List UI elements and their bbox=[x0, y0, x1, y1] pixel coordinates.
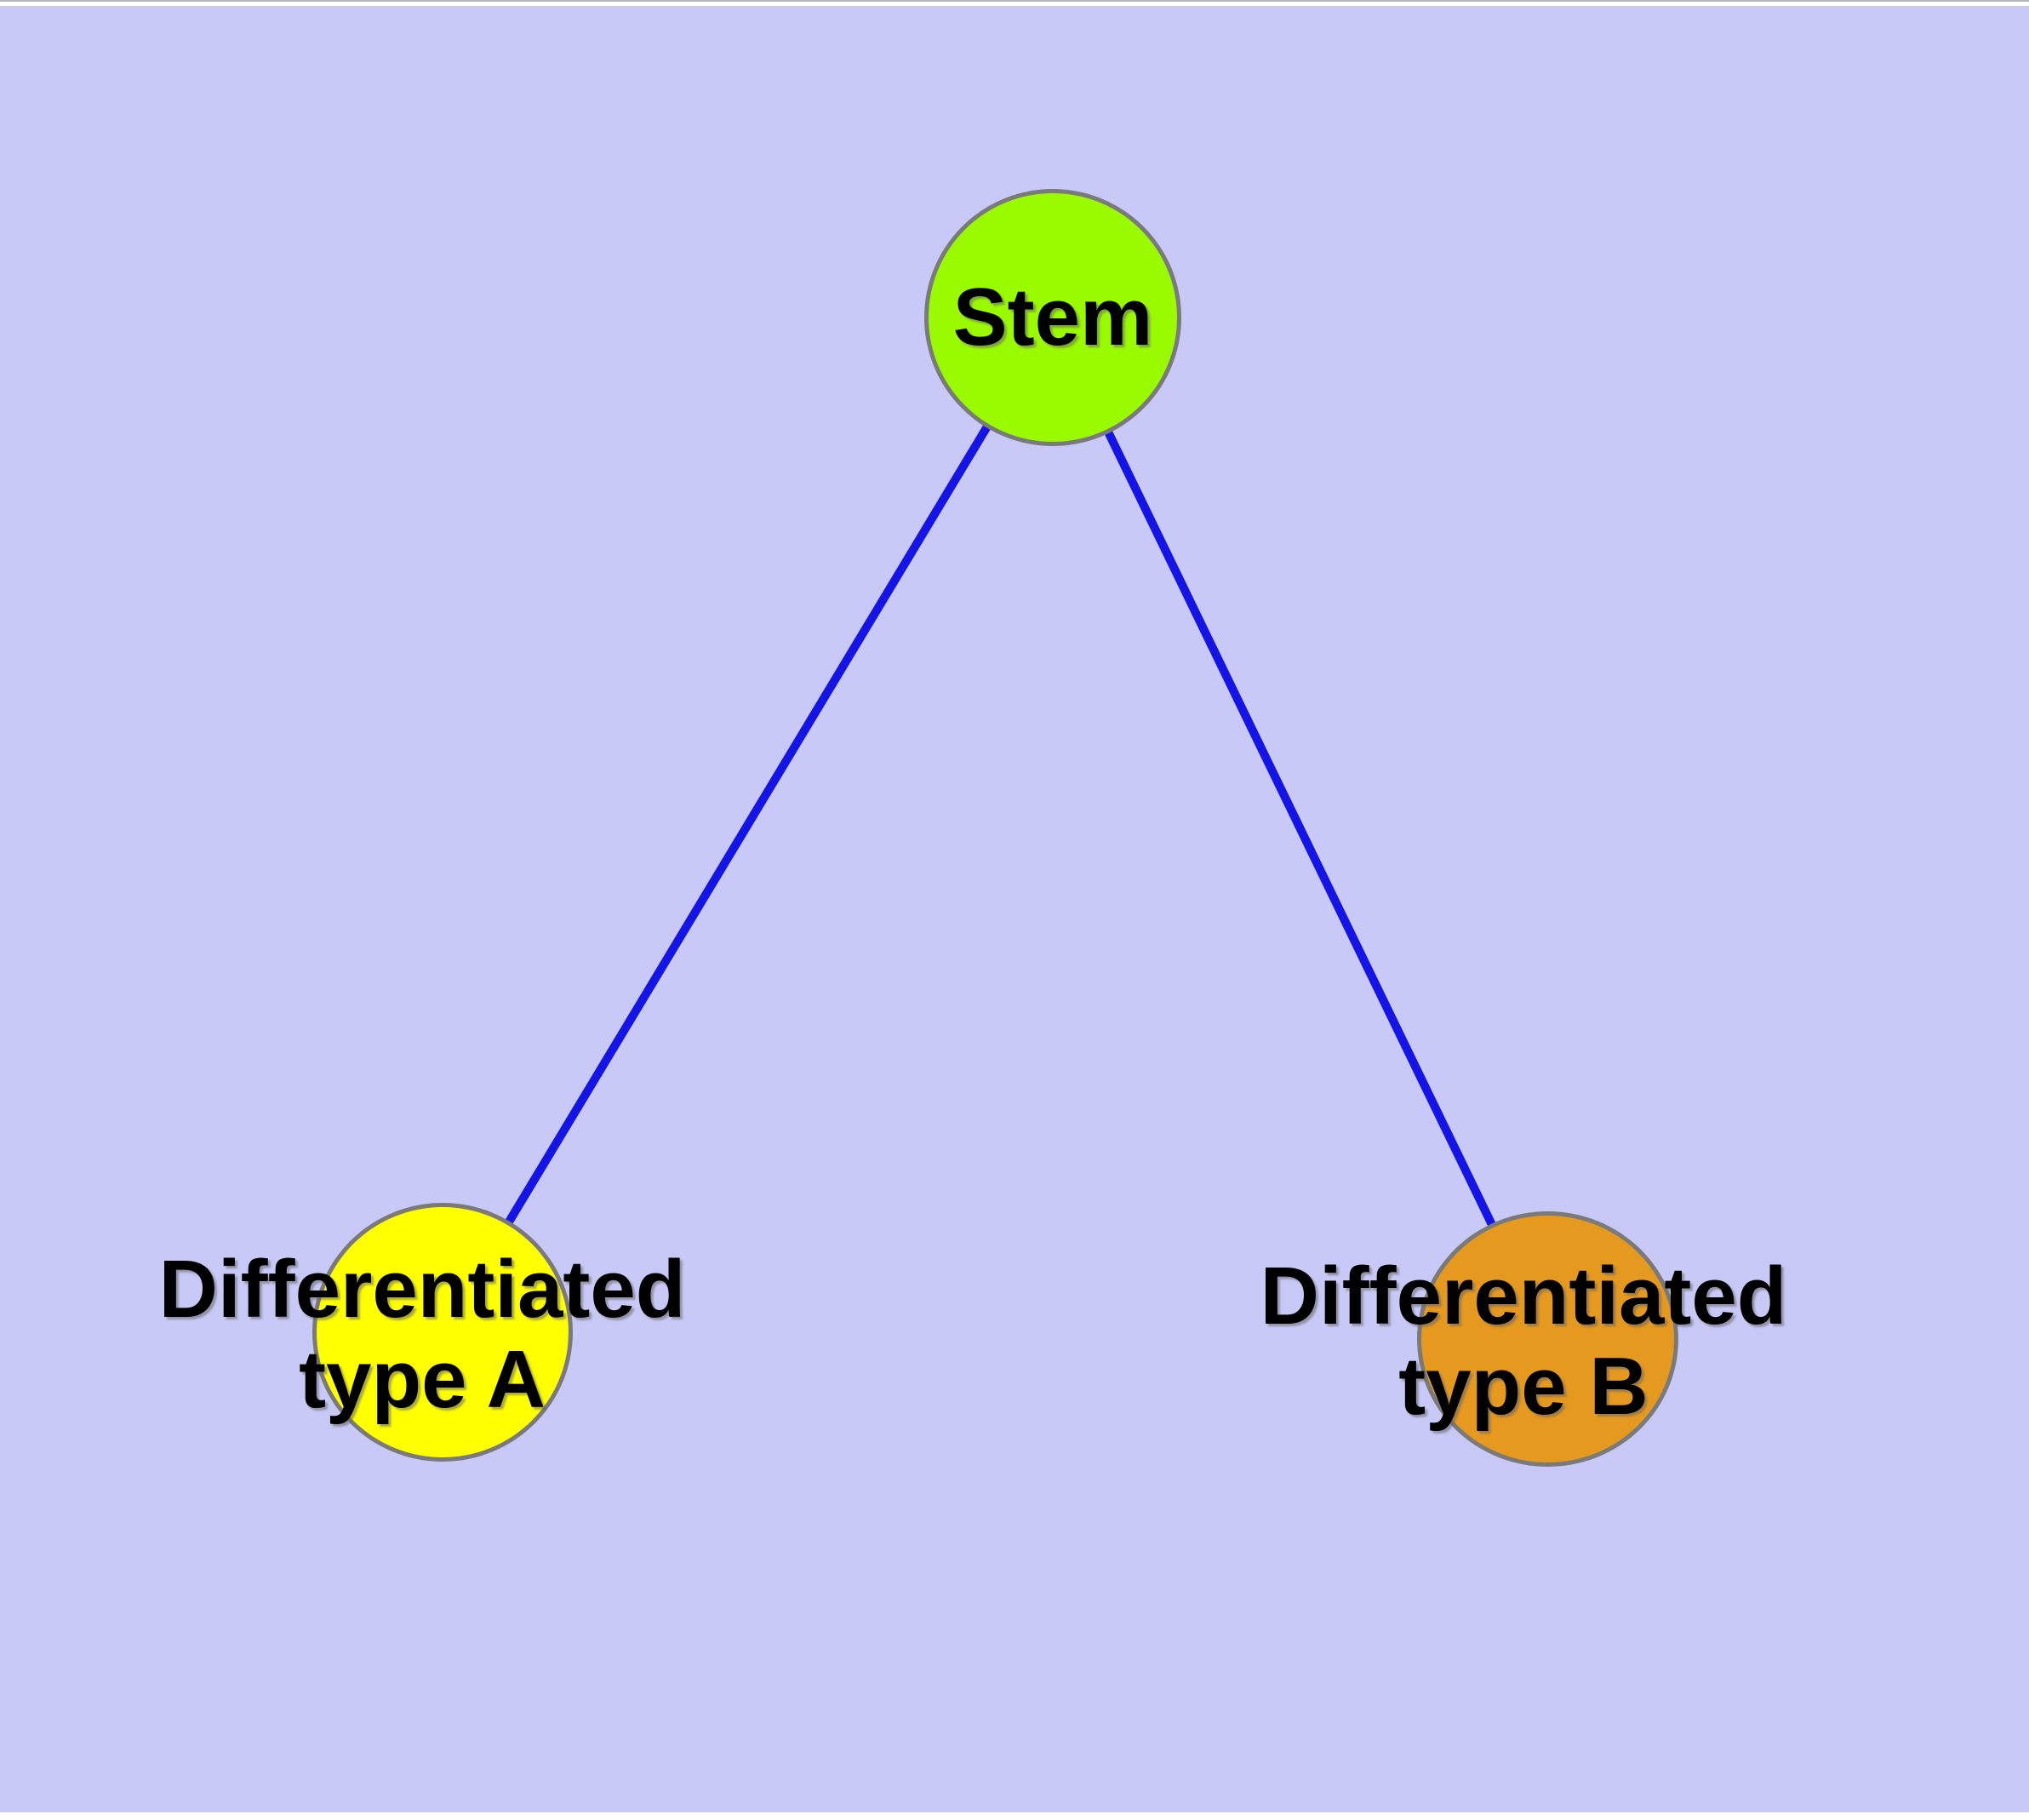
differentiated-type-a-label-line1: Differentiated bbox=[158, 1244, 686, 1335]
window-frame-top bbox=[0, 0, 2029, 6]
differentiated-type-b-label-line2: type B bbox=[1398, 1341, 1649, 1432]
edge-stem-to-type-a[interactable] bbox=[438, 315, 1057, 1335]
edge-stem-to-type-b[interactable] bbox=[1049, 315, 1552, 1342]
differentiated-type-b-label-line1: Differentiated bbox=[1260, 1251, 1787, 1342]
stem-node-label: Stem bbox=[952, 272, 1153, 363]
stem-node[interactable]: Stem bbox=[924, 189, 1181, 446]
differentiated-type-a-label: Differentiated type A bbox=[159, 1245, 686, 1425]
differentiated-type-a-node[interactable] bbox=[312, 1203, 573, 1462]
differentiated-type-a-label-line2: type A bbox=[299, 1334, 546, 1425]
window-frame-bottom bbox=[0, 1812, 2029, 1820]
differentiated-type-b-label: Differentiated type B bbox=[1260, 1251, 1787, 1432]
differentiated-type-b-node[interactable] bbox=[1417, 1211, 1678, 1467]
